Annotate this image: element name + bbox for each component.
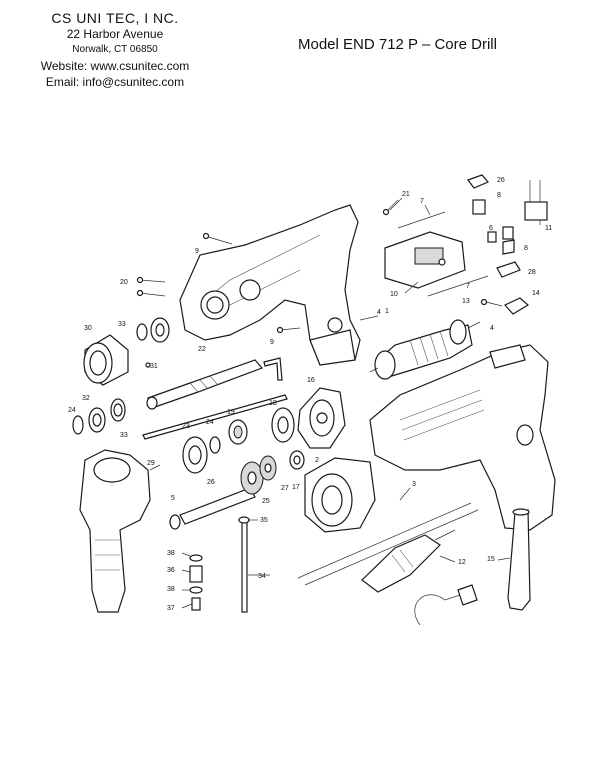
brush-parts [467,174,521,278]
armature-1 [369,319,481,380]
callout-6: 6 [489,225,493,232]
rod [142,394,288,440]
callout-36: 36 [167,567,175,574]
company-block: CS UNI TEC, I NC. 22 Harbor Avenue Norwa… [20,10,210,90]
callout-17: 17 [292,484,300,491]
callout-30: 30 [84,325,92,332]
gear-cover-16 [297,387,346,449]
screw-9a [202,232,233,245]
callout-2: 2 [315,457,319,464]
callout-8b: 8 [524,245,528,252]
screw-21 [382,199,399,216]
callout-15: 15 [487,556,495,563]
callout-26: 26 [207,479,215,486]
callout-11: 11 [545,225,552,232]
cable-leads-7 [397,211,489,297]
callout-14: 14 [532,290,540,297]
callout-4b: 4 [490,325,494,332]
callout-33a: 33 [118,321,126,328]
callout-9a: 9 [195,248,199,255]
gear-shaft-lower [169,455,277,530]
rings-left [72,398,126,435]
callout-21: 21 [402,191,410,198]
company-website: Website: www.csunitec.com [40,59,190,73]
callout-33b: 33 [120,432,128,439]
company-street: 22 Harbor Avenue [66,27,164,41]
spindle-22 [145,357,283,410]
callout-38b: 38 [167,586,175,593]
collar-30 [83,334,129,386]
callout-4a: 4 [377,309,381,316]
model-title: Model END 712 P – Core Drill [298,36,497,53]
callout-5: 5 [171,495,175,502]
bracket-14 [480,297,530,315]
callout-25: 25 [262,498,270,505]
callout-8a: 8 [497,192,501,199]
power-cord-12 [361,529,478,626]
callout-7a: 7 [420,198,424,205]
callout-37: 37 [167,605,175,612]
cables-3 [297,502,479,586]
callout-35: 35 [260,517,268,524]
callout-32: 32 [82,395,90,402]
stator-2 [304,457,376,533]
callout-7b: 7 [466,283,470,290]
housing-half-left [179,204,361,366]
callout-19: 19 [227,409,235,416]
company-city: Norwalk, CT 06850 [72,44,158,55]
callout-24b: 24 [68,407,76,414]
knob-stack [189,554,203,611]
callout-24a: 24 [206,419,214,426]
callout-22: 22 [198,346,206,353]
callout-10: 10 [390,291,398,298]
screw-9b [276,326,301,334]
gear-assembly-upper [182,419,248,474]
callout-38a: 38 [167,550,175,557]
motor-housing-4 [369,344,556,531]
handle-15 [507,508,531,611]
callout-3: 3 [412,481,416,488]
callout-23: 23 [182,423,190,430]
callout-18: 18 [269,400,277,407]
side-handle-29 [79,449,151,613]
callout-26b: 26 [497,177,505,184]
callout-34: 34 [258,573,266,580]
callout-31: 31 [150,363,158,370]
callout-20: 20 [120,279,128,286]
company-email: Email: info@csunitec.com [45,75,185,89]
callout-27: 27 [281,485,289,492]
callout-leaders [149,197,541,609]
callout-29: 29 [147,460,155,467]
callouts: 1 2 3 4 4 5 6 7 7 8 8 9 9 10 11 12 13 14… [68,177,552,612]
bushing-17 [289,450,305,470]
bearing-18 [271,407,295,443]
switch-10 [384,231,466,289]
depth-rod-34 [238,516,250,613]
capacitor-11 [524,180,548,221]
callout-12: 12 [458,559,466,566]
callout-13: 13 [462,298,470,305]
callout-9b: 9 [270,339,274,346]
callout-28a: 28 [528,269,536,276]
callout-16: 16 [307,377,315,384]
bearing-upper [136,317,170,343]
company-name: CS UNI TEC, I NC. [51,10,179,26]
screw-20 [136,276,166,297]
callout-1: 1 [385,308,389,315]
